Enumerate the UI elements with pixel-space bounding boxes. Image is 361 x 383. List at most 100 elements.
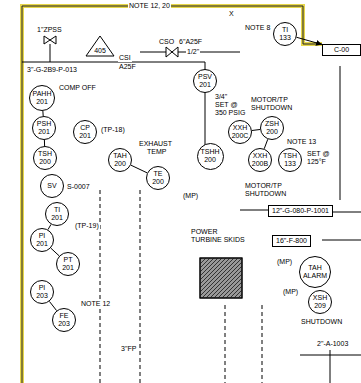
tag-text: 200	[39, 158, 51, 166]
instrument-bubble: PI201	[30, 228, 54, 252]
tag-text: SV	[47, 182, 56, 190]
process-lines	[22, 44, 361, 383]
annotation-label: 3"-G-2B9-P-013	[26, 66, 78, 74]
annotation-label: NOTE 12	[80, 300, 111, 308]
line-box: 12"-G-080-P-1001	[268, 205, 333, 217]
instrument-bubble: TAH200	[108, 148, 132, 172]
annotation-label: CSO	[158, 38, 175, 46]
tag-text: PSV	[198, 73, 212, 81]
signal-line	[49, 301, 56, 310]
annotation-label: SHUTDOWN	[244, 190, 287, 198]
tag-text: TAH	[113, 152, 126, 160]
instrument-bubble: XXH200B	[248, 148, 272, 172]
annotation-label: 6"A25F	[178, 38, 203, 46]
annotation-label: (TP-19)	[74, 222, 100, 230]
instrument-bubble: PI203	[30, 280, 54, 304]
tag-text: TSHH	[200, 148, 219, 156]
annotation-label: (MP)	[182, 192, 199, 200]
annotation-label: NOTE 8	[244, 24, 271, 32]
skid-boundary	[100, 190, 262, 383]
annotation-label: S-0007	[66, 183, 91, 191]
annotation-label: SET @	[306, 150, 331, 158]
tag-text: 201	[36, 240, 48, 248]
note-triangle: 405	[85, 35, 115, 57]
tag-text: 200	[152, 178, 164, 186]
tag-text: 203	[36, 292, 48, 300]
annotation-label: MOTOR/TP	[250, 96, 289, 104]
process-line	[22, 6, 322, 383]
tag-text: 209	[314, 302, 326, 310]
annotation-label: 2"-A-1003	[316, 340, 349, 348]
annotation-label: 3/4"	[214, 93, 228, 101]
tag-text: PI	[39, 284, 46, 292]
tag-text: 200	[266, 128, 278, 136]
tag-text: XSH	[313, 294, 327, 302]
tag-text: 201	[51, 214, 63, 222]
instrument-bubble: PSV201	[193, 69, 217, 93]
valve-symbol	[166, 47, 178, 57]
annotation-label: COMP OFF	[58, 84, 97, 92]
instrument-bubble: XSH209	[308, 290, 332, 314]
tag-text: XXH	[233, 124, 247, 132]
tag-text: 200	[204, 156, 216, 164]
tag-text: 200C	[232, 132, 249, 140]
annotation-label: A25F	[118, 63, 137, 71]
tag-text: 201	[36, 98, 48, 106]
annotation-label: 1"ZPSS	[36, 26, 63, 34]
instrument-bubble: SV	[40, 174, 64, 198]
instrument-bubble: TE200	[146, 166, 170, 190]
line-box: C-00	[322, 44, 361, 56]
signal-line	[252, 129, 260, 130]
tag-text: TAH	[308, 264, 321, 272]
tag-text: TSH	[38, 150, 52, 158]
tag-text: 201	[79, 132, 91, 140]
tag-text: 133	[279, 34, 291, 42]
valve-symbol	[44, 36, 56, 44]
line-box: 16"-F-800	[272, 235, 311, 247]
signal-line	[48, 224, 51, 229]
instrument-bubble: TSH133	[278, 148, 302, 172]
annotation-label: 350 PSIG	[214, 109, 246, 117]
annotation-label: NOTE 13	[286, 138, 317, 146]
tag-text: 200B	[252, 160, 268, 168]
tag-text: PT	[64, 256, 73, 264]
annotation-label: POWER TURBINE SKIDS	[190, 228, 248, 244]
tag-text: TSH	[283, 152, 297, 160]
tag-text: CP	[80, 124, 90, 132]
instrument-bubble: PT201	[56, 252, 80, 276]
signal-line	[264, 139, 268, 149]
tag-text: 16"-F-800	[276, 237, 307, 245]
tag-text: PI	[39, 232, 46, 240]
triangle-shape	[86, 36, 114, 56]
annotation-label: EXHAUST	[138, 140, 173, 148]
annotation-label: SHUTDOWN	[250, 104, 293, 112]
tag-text: ALARM	[303, 272, 327, 280]
annotation-label: CSI	[118, 54, 132, 62]
annotation-label: (MP)	[276, 258, 293, 266]
instrument-bubble: XXH200C	[228, 120, 252, 144]
annotation-label: SET @	[214, 101, 239, 109]
turbine-block	[200, 258, 242, 298]
annotation-label: MOTOR/TP	[244, 182, 283, 190]
instrument-bubble: PSH201	[32, 116, 56, 140]
instrument-bubble: TI133	[273, 22, 297, 46]
signal-line	[131, 165, 147, 173]
tag-text: ZSH	[265, 120, 279, 128]
tag-text: XXH	[253, 152, 267, 160]
signal-line	[51, 248, 59, 256]
annotation-label: (TP-18)	[100, 126, 126, 134]
tag-text: 405	[94, 47, 106, 55]
annotation-label: 1/2"	[186, 48, 200, 56]
tag-text: 12"-G-080-P-1001	[272, 207, 329, 215]
tag-text: TE	[154, 170, 163, 178]
instrument-bubble: PAHH201	[29, 85, 55, 111]
instrument-bubble: CP201	[73, 120, 97, 144]
tag-text: FE	[60, 312, 69, 320]
tag-text: TI	[282, 26, 288, 34]
turbine-hatch	[200, 258, 242, 298]
instrument-bubble: TSHH200	[197, 143, 224, 170]
tag-text: PAHH	[33, 90, 52, 98]
annotation-label: 3"FP	[120, 345, 137, 353]
tag-text: 203	[58, 320, 70, 328]
